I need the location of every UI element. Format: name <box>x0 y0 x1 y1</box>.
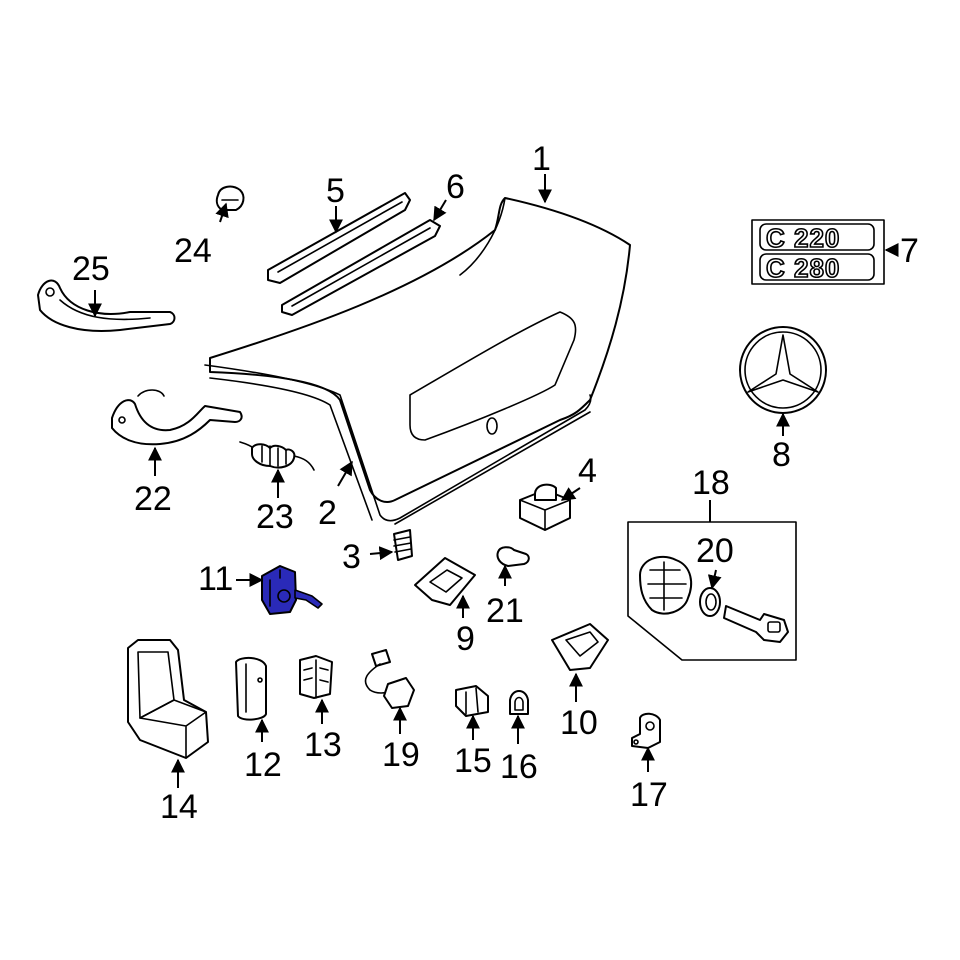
callout-11: 11 <box>198 560 233 598</box>
part-24-bumper[interactable] <box>215 185 245 211</box>
callout-25: 25 <box>72 250 110 288</box>
part-8-star-emblem[interactable] <box>739 326 827 414</box>
part-22-hinge-arm[interactable] <box>111 389 243 446</box>
callout-7: 7 <box>900 232 919 270</box>
callout-22: 22 <box>134 480 172 518</box>
part-12-trim-cover[interactable] <box>235 656 267 721</box>
callout-12: 12 <box>244 746 282 784</box>
part-17-clip-bracket[interactable] <box>631 712 661 749</box>
part-6-strip[interactable] <box>281 219 441 316</box>
part-23-spring[interactable] <box>239 441 315 471</box>
part-11-trunk-latch[interactable] <box>261 565 323 615</box>
callout-16: 16 <box>500 748 538 786</box>
callout-14: 14 <box>160 788 198 826</box>
part-21-clip[interactable] <box>496 546 530 567</box>
part-3-plug[interactable] <box>393 529 413 561</box>
part-16-grommet[interactable] <box>509 690 529 715</box>
part-20-lock-cylinder[interactable] <box>699 587 721 617</box>
callout-23: 23 <box>256 498 294 536</box>
callout-24: 24 <box>174 232 212 270</box>
callout-10: 10 <box>560 704 598 742</box>
callout-18: 18 <box>692 464 730 502</box>
part-9-bracket[interactable] <box>414 557 476 606</box>
part-19-wiring-harness[interactable] <box>364 649 415 709</box>
callout-1: 1 <box>532 140 551 178</box>
key-icon <box>723 605 789 643</box>
callout-2: 2 <box>318 494 337 532</box>
callout-20: 20 <box>696 532 734 570</box>
part-18-lock-set[interactable] <box>627 521 797 661</box>
callout-13: 13 <box>304 726 342 764</box>
callout-5: 5 <box>326 172 345 210</box>
callout-19: 19 <box>382 736 420 774</box>
part-2-seal[interactable] <box>204 364 592 525</box>
callout-labels: 1 2 3 4 5 6 7 8 9 10 11 12 13 14 15 16 1… <box>72 140 919 826</box>
callout-6: 6 <box>446 168 465 206</box>
part-15-switch[interactable] <box>455 685 489 717</box>
callout-9: 9 <box>456 620 475 658</box>
part-10-handle[interactable] <box>551 623 609 671</box>
part-1-trunk-lid[interactable] <box>209 197 631 503</box>
callout-4: 4 <box>578 452 597 490</box>
callout-3: 3 <box>342 538 361 576</box>
part-7-model-badges[interactable]: C 220 C 280 <box>751 219 885 285</box>
part-4-bracket[interactable] <box>519 483 571 531</box>
part-14-trunk-box[interactable] <box>127 639 209 759</box>
callout-8: 8 <box>772 436 791 474</box>
badge-c220-text: C 220 <box>766 223 840 253</box>
part-13-lock-actuator[interactable] <box>299 655 333 699</box>
badge-c280-text: C 280 <box>766 253 840 283</box>
callout-17: 17 <box>630 776 668 814</box>
callout-21: 21 <box>486 592 524 630</box>
part-5-strip[interactable] <box>267 192 411 284</box>
leader-lines <box>88 174 899 788</box>
part-25-hinge[interactable] <box>37 279 176 332</box>
callout-15: 15 <box>454 742 492 780</box>
